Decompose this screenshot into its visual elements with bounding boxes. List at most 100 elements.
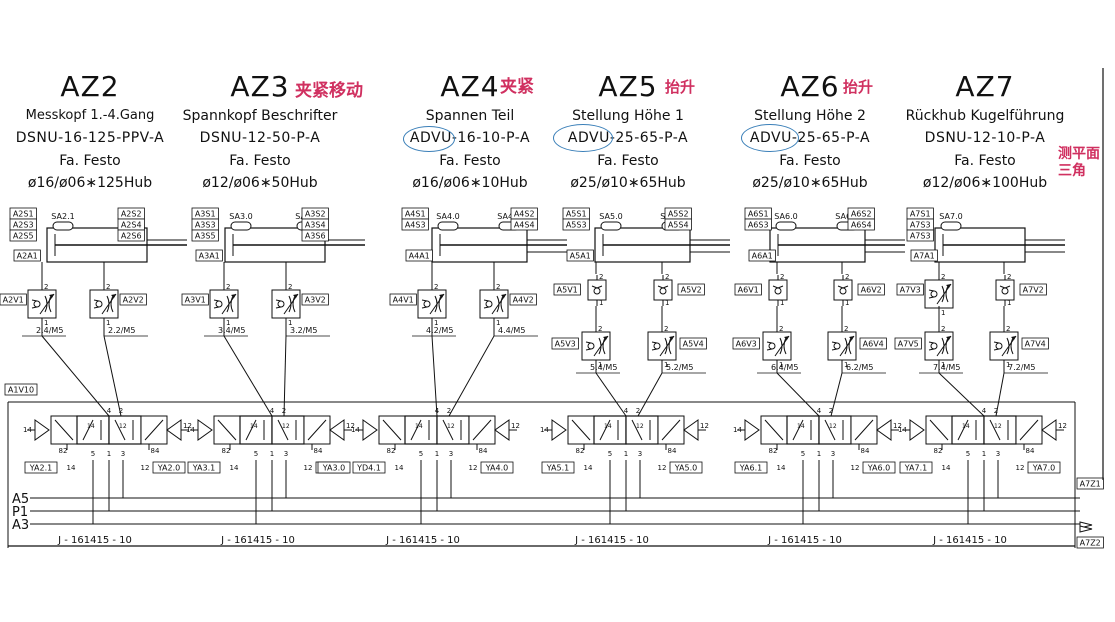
az2-valve-A2V2-port-2: 2 [106, 283, 110, 291]
az6-tag-YA6.1: YA6.1 [739, 464, 762, 473]
az7-spec: ø12/ø06∗100Hub [922, 175, 1048, 191]
az3-tag-A3S6: A3S6 [305, 232, 326, 241]
az7-valve-A7V5-seat [928, 341, 935, 344]
az6-solenoid-valve-port-4: 4 [817, 407, 822, 415]
az6-sa-label-SA6.1: SA6.1 [835, 212, 858, 221]
az7-valve-A7V3-port-1: 1 [941, 309, 945, 317]
az6-pipe-a [776, 372, 820, 417]
az5-tag-YA5.0-box [669, 461, 703, 474]
az4-pipe-a [431, 335, 438, 417]
az6-valve-A6V4-arrowhead [849, 336, 854, 340]
az5-valve-A5V1-port-1: 1 [599, 299, 603, 307]
az2-solenoid-valve-solenoid-diag [144, 419, 164, 441]
az6-valve-A6V4-port-2: 2 [844, 325, 848, 333]
az6-valve-A6V4-seat [831, 341, 838, 344]
az3-tag-A3S3: A3S3 [195, 221, 216, 230]
az6-tag-A6S3-box [744, 218, 772, 231]
az5-solenoid-valve-pilot-right [683, 419, 699, 441]
az3-sa-label-SA3.0: SA3.0 [229, 212, 252, 221]
az7-solenoid-valve-pos-b [983, 415, 1017, 445]
az7-valve-A7V2-seat [999, 285, 1006, 289]
end-tag-a7z2: A7Z2 [1080, 539, 1101, 548]
az4-tag-A4V1-box [389, 293, 417, 306]
az3-tag-A3S4: A3S4 [305, 221, 326, 230]
az4-sensor-SA4.0 [437, 221, 459, 231]
az3-solenoid-valve-port-4: 4 [270, 407, 275, 415]
az5-valve-A5V3-body [581, 331, 611, 361]
az2-title: AZ2 [60, 70, 120, 103]
az3-solenoid-valve-flow [245, 419, 257, 441]
footer-drawing-number-4: J - 161415 - 10 [574, 535, 649, 546]
az6-solenoid-valve-port-82: 82 [769, 447, 778, 455]
az5-solenoid-valve-port-2: 2 [636, 407, 640, 415]
az5-manufacturer: Fa. Festo [597, 153, 659, 169]
az4-description: Spannen Teil [425, 108, 515, 124]
az3-title: AZ3 [230, 70, 290, 103]
az4-sa-label-SA4.1: SA4.1 [497, 212, 520, 221]
az4-tag-A4A1: A4A1 [409, 252, 430, 261]
az4-valve-A4V1-throttle [438, 295, 442, 313]
az6-solenoid-valve-flow [824, 419, 836, 441]
az6-solenoid-valve-port-12: 12 [893, 422, 902, 430]
az5-valve-A5V4-port-1: 1 [664, 361, 668, 369]
az4-sol-14: 14 [395, 464, 404, 472]
az4-tag-A4S3: A4S3 [405, 221, 426, 230]
az6-valve-A6V3-port-2: 2 [779, 325, 783, 333]
az2-valve-A2V2-throttle [110, 295, 114, 313]
az6-valve-A6V1-seat [772, 285, 779, 289]
az2-solenoid-valve-flow [82, 419, 94, 441]
az3-valve-A3V1-throttle [230, 295, 234, 313]
az5-tag-A5S4: A5S4 [668, 221, 689, 230]
az3-tag-A3A1: A3A1 [199, 252, 220, 261]
az6-valve-A6V1-body [768, 279, 788, 301]
az6-solenoid-valve-port-2: 2 [829, 407, 833, 415]
az2-valve-A2V1-body [27, 289, 57, 319]
az7-valve-A7V2-seat [1004, 285, 1011, 289]
az3-valve-A3V2-seat [275, 299, 282, 302]
az6-solenoid-valve-port-14: 14 [733, 426, 742, 434]
az4-manufacturer: Fa. Festo [439, 153, 501, 169]
az6-tag-A6V3-box [732, 337, 760, 350]
az2-valve-A2V1-arrowhead [49, 294, 54, 298]
az6-sensor-SA6.0 [775, 221, 797, 231]
az7-valve-A7V5-arrowhead [946, 336, 951, 340]
az3-valve-A3V2-throttle [292, 295, 296, 313]
az6-solenoid-valve-pilot-left [744, 419, 760, 441]
az7-tag-YA7.0: YA7.0 [1032, 464, 1055, 473]
az6-tag-A6V2: A6V2 [861, 286, 882, 295]
az4-solenoid-valve-pilot-left [362, 419, 378, 441]
az7-port-7.2/M5: 7.2/M5 [1008, 363, 1035, 372]
az5-solenoid-valve-port-3: 3 [638, 450, 642, 458]
az4-solenoid-valve-inner-12: 12 [447, 423, 455, 430]
az3-tag-YA3.0-extra-box [317, 461, 351, 474]
az6-solenoid-valve-pilot-right [876, 419, 892, 441]
az2-port-2.4/M5: 2.4/M5 [36, 326, 63, 335]
az5-valve-A5V1-port-2: 2 [599, 273, 603, 281]
az6-description: Stellung Höhe 2 [754, 108, 866, 124]
az5-solenoid-valve-port-5: 5 [608, 450, 612, 458]
az3-solenoid-valve-port-2: 2 [282, 407, 286, 415]
az2-spec: ø16/ø06∗125Hub [27, 175, 153, 191]
highlight-circle-az4 [403, 126, 455, 152]
az5-title: AZ5 [598, 70, 658, 103]
az5-tag-A5V4: A5V4 [683, 340, 704, 349]
az7-valve-A7V5-throttle [945, 337, 949, 355]
az5-tag-A5S3-box [562, 218, 590, 231]
az2-sa-label-SA2.1: SA2.1 [51, 212, 74, 221]
az2-tag-YA2.1-box [24, 461, 58, 474]
az6-tag-YA6.0-box [862, 461, 896, 474]
az7-solenoid-valve-port-82: 82 [934, 447, 943, 455]
az7-tag-A7V3-box [896, 283, 924, 296]
az5-solenoid-valve-port-14: 14 [540, 426, 549, 434]
az5-port-5.2/M5: 5.2/M5 [666, 363, 693, 372]
az6-sol-12: 12 [851, 464, 860, 472]
az7-solenoid-valve-port-4: 4 [982, 407, 987, 415]
az7-solenoid-valve-port-5: 5 [966, 450, 970, 458]
az4-valve-A4V1-arrowhead [439, 294, 444, 298]
az6-valve-A6V2-port-1: 1 [845, 299, 849, 307]
az3-solenoid-valve-inner-14: 14 [250, 423, 258, 430]
bus-label-A3: A3 [12, 518, 29, 533]
az7-valve-A7V5-port-2: 2 [941, 325, 945, 333]
az5-valve-A5V3-arrowhead [603, 336, 608, 340]
